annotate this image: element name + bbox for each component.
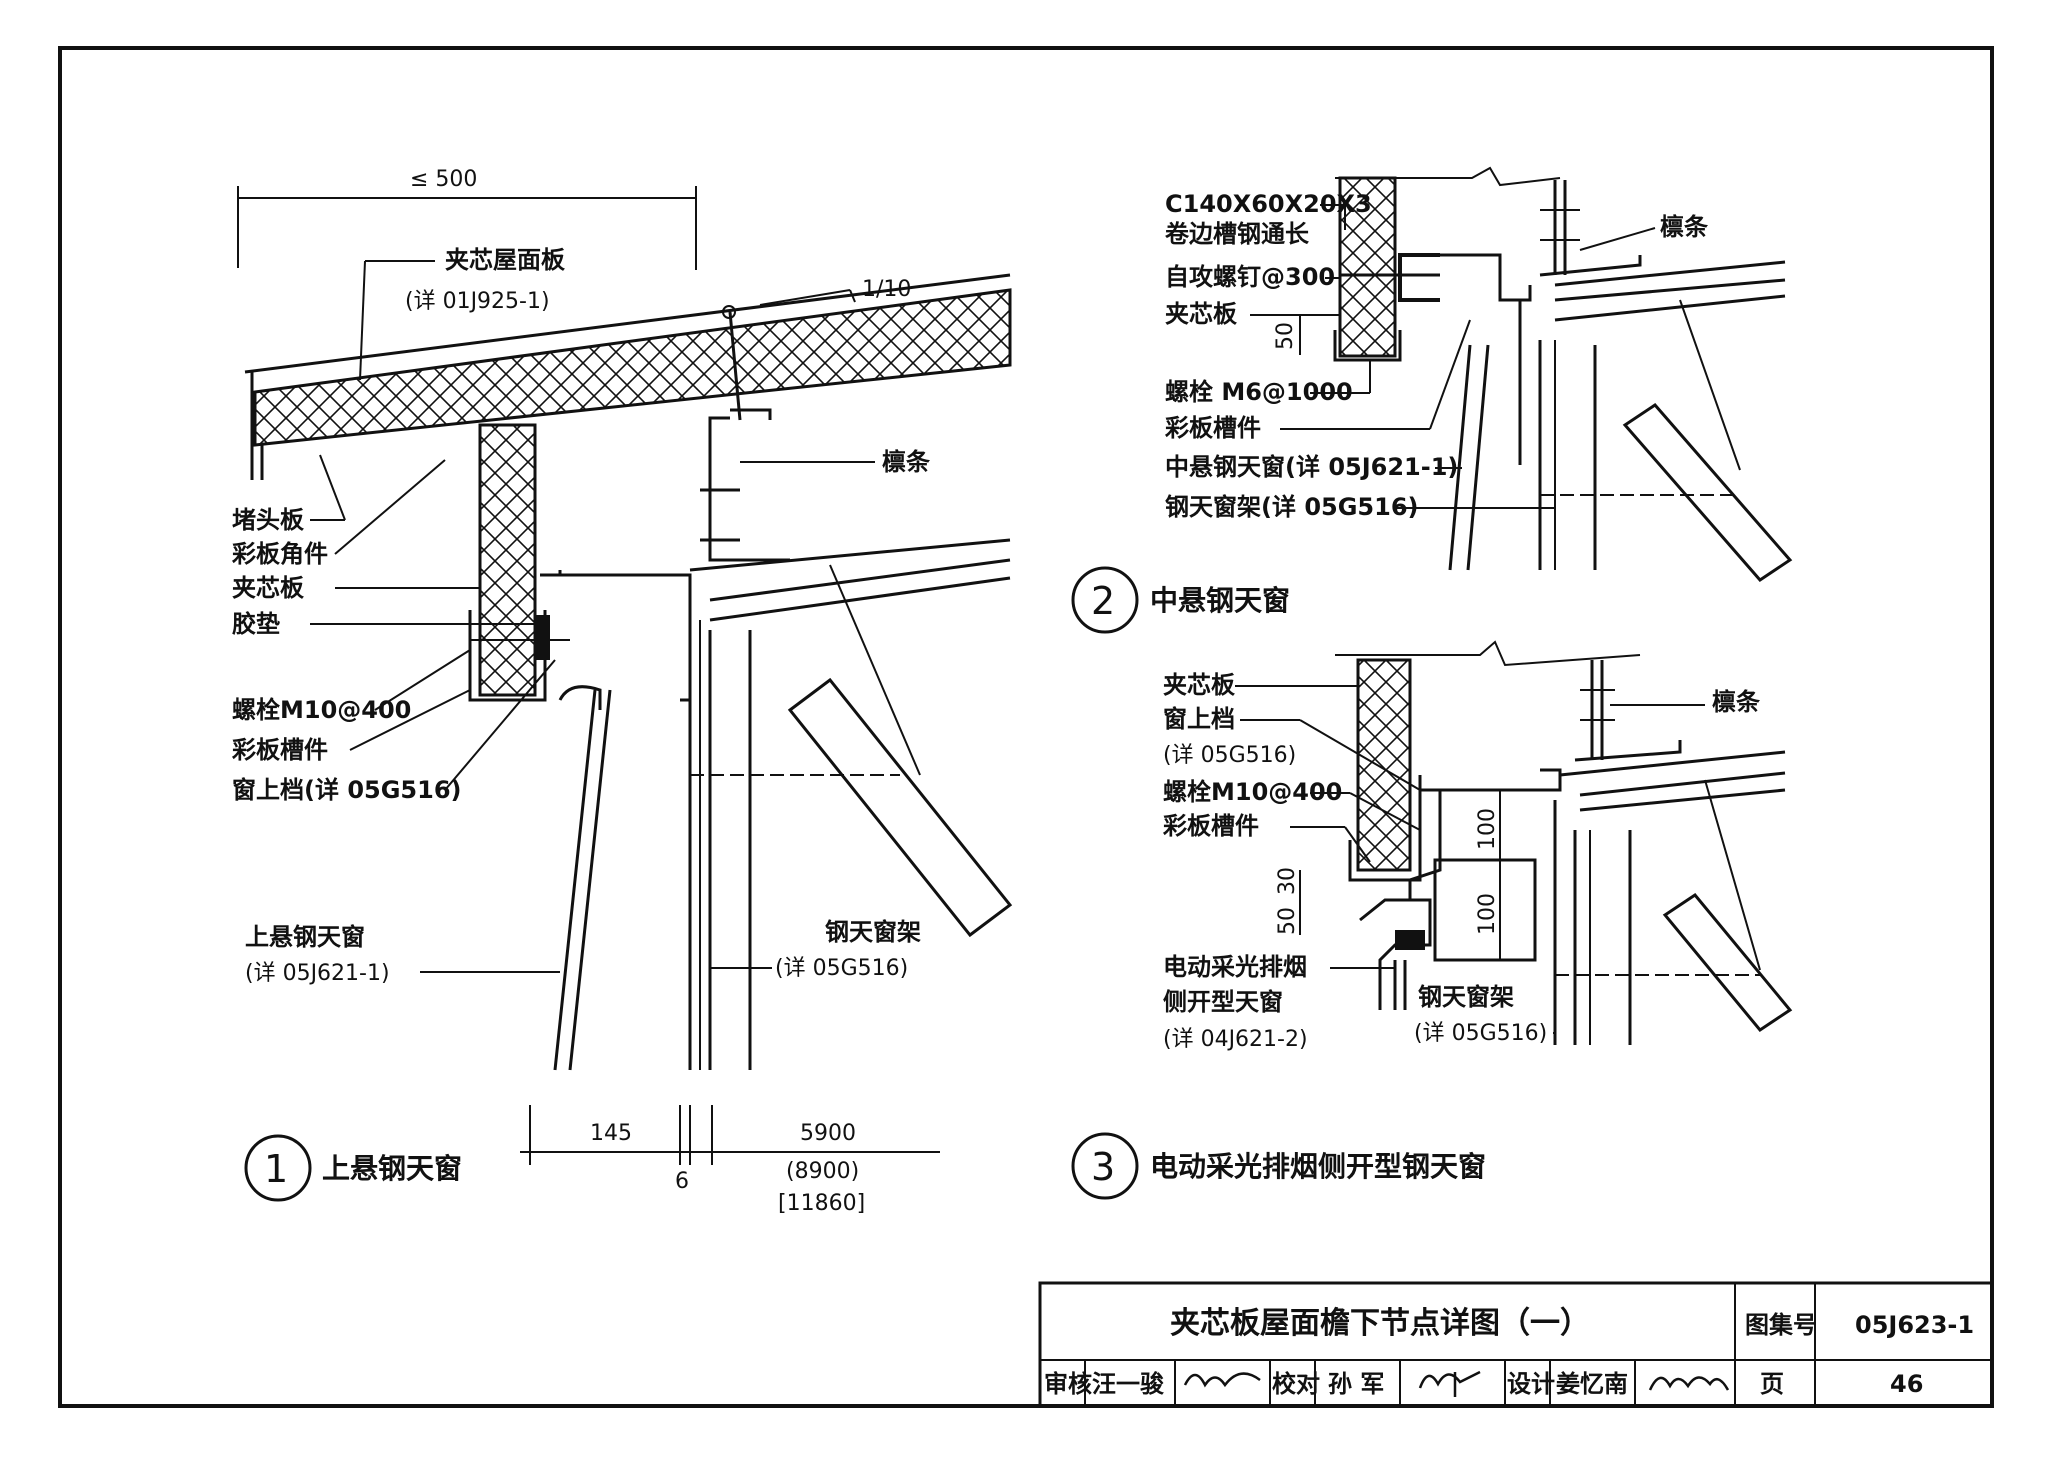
d3-label-window-upper-rail: 窗上档	[1163, 705, 1235, 733]
detail-1-number: 1	[264, 1147, 288, 1191]
label-color-angle: 彩板角件	[231, 540, 328, 568]
d3-dim-100-upper: 100	[1475, 808, 1500, 850]
review-label: 审核	[1044, 1370, 1092, 1398]
reviewer-name: 汪一骏	[1092, 1370, 1165, 1398]
d3-label-steel-frame: 钢天窗架	[1418, 983, 1514, 1011]
reviewer-signature	[1183, 1372, 1261, 1388]
detail-1-number-circle	[244, 1134, 312, 1202]
designer-signature	[1648, 1376, 1730, 1391]
d2-label-center-hung-window: 中悬钢天窗(详 05J621-1)	[1165, 453, 1458, 481]
d2-label-sandwich-panel: 夹芯板	[1165, 300, 1238, 328]
d3-label-window-upper-rail-ref: (详 05G516)	[1163, 743, 1296, 768]
label-upper-hung-window-ref: (详 05J621-1)	[245, 961, 390, 986]
detail-3-number: 3	[1091, 1145, 1115, 1189]
detail-2: C140X60X20X3 卷边槽钢通长 自攻螺钉@300 夹芯板 螺栓 M6@1…	[1071, 166, 1793, 634]
label-end-cap-plate: 堵头板	[232, 506, 305, 534]
upper-hung-window-sash	[553, 689, 597, 1071]
detail-3-number-circle	[1071, 1132, 1139, 1200]
detail-2-number-circle	[1071, 566, 1139, 634]
d2-label-steel-frame: 钢天窗架(详 05G516)	[1165, 493, 1419, 521]
label-color-channel: 彩板槽件	[231, 736, 328, 764]
d3-dim-50: 50	[1275, 907, 1300, 935]
d3-label-electric-window-2: 侧开型天窗	[1163, 988, 1283, 1016]
detail-2-number: 2	[1091, 579, 1115, 623]
design-label: 设计	[1507, 1370, 1555, 1398]
vertical-sandwich-panel	[478, 423, 537, 697]
designer-name: 姜忆南	[1556, 1370, 1628, 1398]
drawing-title: 夹芯板屋面檐下节点详图（一）	[1170, 1306, 1590, 1341]
d3-window-operator	[1433, 858, 1537, 962]
d3-label-sandwich-panel: 夹芯板	[1163, 671, 1236, 699]
d3-label-electric-window-1: 电动采光排烟	[1163, 953, 1307, 981]
checker-name: 孙 军	[1328, 1370, 1384, 1398]
dim-11860: [11860]	[778, 1191, 865, 1216]
label-upper-hung-window: 上悬钢天窗	[245, 923, 365, 951]
d3-label-color-channel: 彩板槽件	[1162, 812, 1259, 840]
d3-dim-100-lower: 100	[1475, 893, 1500, 935]
label-sandwich-panel: 夹芯板	[232, 574, 305, 602]
detail-1-title: 上悬钢天窗	[322, 1152, 462, 1185]
d2-label-color-channel: 彩板槽件	[1164, 414, 1261, 442]
roof-panel	[253, 288, 1012, 447]
detail-3-title: 电动采光排烟侧开型钢天窗	[1150, 1150, 1486, 1183]
d3-sandwich-panel	[1356, 658, 1412, 872]
atlas-no: 05J623-1	[1855, 1311, 1974, 1339]
label-purlin: 檩条	[882, 448, 931, 476]
label-sandwich-roof-panel: 夹芯屋面板	[445, 246, 566, 274]
dim-max-500: ≤ 500	[410, 167, 477, 192]
dim-6: 6	[675, 1169, 689, 1194]
label-bolt-m10: 螺栓M10@400	[232, 696, 411, 724]
page-number: 46	[1890, 1370, 1923, 1398]
title-block: 夹芯板屋面檐下节点详图（一） 图集号 05J623-1 审核 汪一骏 校对 孙 …	[1038, 1281, 1994, 1408]
dim-145: 145	[590, 1121, 632, 1146]
detail-1: ≤ 500 1/10	[231, 167, 1013, 1216]
label-window-upper-rail: 窗上档(详 05G516)	[232, 776, 462, 804]
d3-label-electric-window-ref: (详 04J621-2)	[1163, 1027, 1308, 1052]
d3-dim-30: 30	[1275, 867, 1300, 895]
detail-2-title: 中悬钢天窗	[1150, 584, 1290, 617]
d2-label-purlin: 檩条	[1660, 213, 1709, 241]
d2-label-screw: 自攻螺钉@300	[1165, 263, 1335, 291]
d2-dim-50: 50	[1273, 322, 1298, 350]
dim-5900: 5900	[800, 1121, 856, 1146]
d3-label-purlin: 檩条	[1712, 688, 1761, 716]
detail-3: 100 100 30 50 夹芯板 窗上档 (详 05G516) 螺栓M10@4…	[1071, 640, 1793, 1200]
atlas-no-label: 图集号	[1745, 1311, 1817, 1339]
d3-label-steel-frame-ref: (详 05G516)	[1414, 1021, 1547, 1046]
checker-signature	[1418, 1370, 1481, 1397]
label-steel-window-frame-ref: (详 05G516)	[775, 956, 908, 981]
d2-channel	[1398, 253, 1440, 302]
label-rubber-pad: 胶垫	[232, 610, 280, 638]
sheet-border	[58, 46, 1994, 1408]
check-label: 校对	[1272, 1370, 1320, 1398]
page-label: 页	[1760, 1370, 1784, 1398]
d2-label-channel-desc: 卷边槽钢通长	[1165, 220, 1310, 248]
label-steel-window-frame: 钢天窗架	[825, 918, 921, 946]
dim-8900: (8900)	[786, 1159, 859, 1184]
slope-label: 1/10	[862, 277, 911, 302]
label-sandwich-roof-panel-ref: (详 01J925-1)	[405, 289, 550, 314]
